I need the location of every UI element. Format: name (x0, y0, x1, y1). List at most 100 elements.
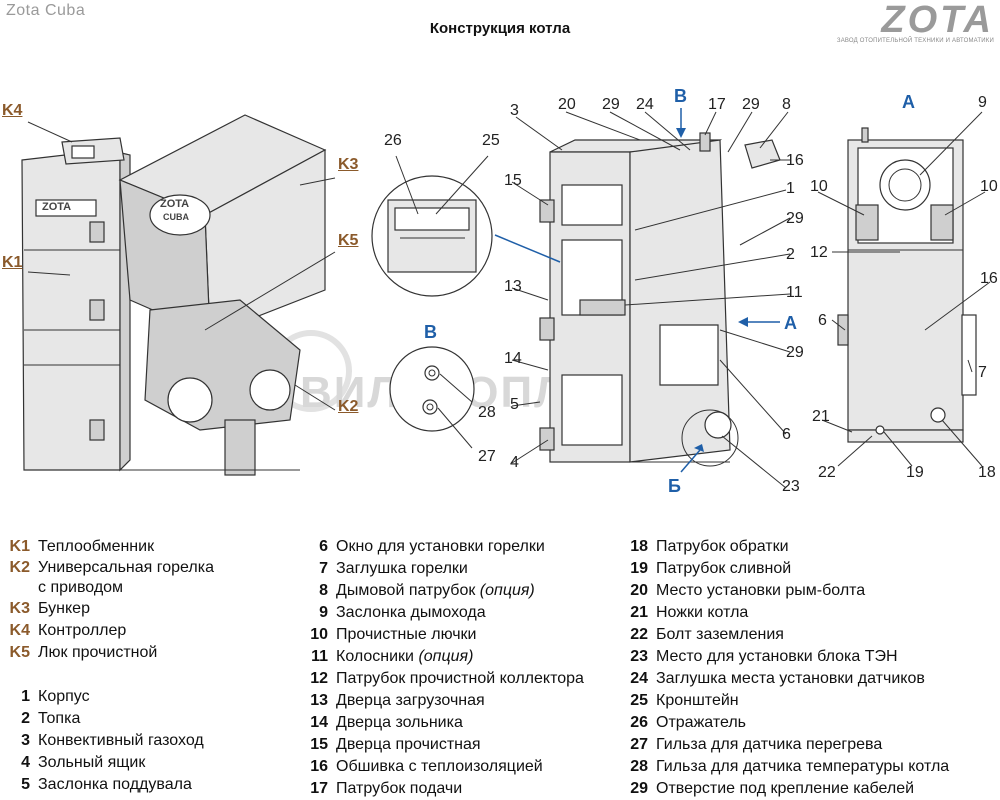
callout-13: 13 (504, 278, 522, 295)
legend-text: Отверстие под крепление кабелей (656, 780, 915, 797)
section-view (539, 132, 781, 467)
legend-num: 14 (310, 714, 328, 731)
callout-28: 28 (478, 404, 496, 421)
callout-16b: 16 (980, 270, 998, 287)
legend-num: 18 (630, 538, 648, 555)
callout-24: 24 (636, 96, 654, 113)
legend-num: 11 (311, 648, 328, 665)
callout-16a: 16 (786, 152, 804, 169)
callout-5: 5 (510, 396, 519, 413)
legend-num: 10 (310, 626, 328, 643)
callout-2: 2 (786, 246, 795, 263)
label-k2: K2 (338, 398, 359, 415)
legend-num: K5 (9, 644, 30, 661)
legend-text: Кронштейн (656, 692, 739, 709)
legend-text: Топка (38, 710, 81, 727)
legend-text: Дверца прочистная (336, 736, 481, 753)
callout-25: 25 (482, 132, 500, 149)
legend-text: Заслонка дымохода (336, 604, 486, 621)
legend-num: 21 (630, 604, 648, 621)
legend-num: 17 (310, 780, 328, 797)
legend-num: 2 (21, 710, 30, 727)
legend-num: 29 (630, 780, 648, 797)
legend-text: Заглушка горелки (336, 560, 468, 577)
legend-text: Прочистные лючки (336, 626, 477, 643)
legend-text: Люк прочистной (38, 644, 158, 661)
callout-6b: 6 (818, 312, 827, 329)
legend-num: 5 (21, 776, 30, 793)
callout-7: 7 (978, 364, 987, 381)
legend-text: Гильза для датчика перегрева (656, 736, 883, 753)
legend-item-k3: K3 Бункер (0, 598, 214, 620)
legend-num: 8 (319, 582, 328, 599)
front-plate-logo: ZOTA (42, 201, 72, 213)
callout-18: 18 (978, 464, 996, 481)
callout-20: 20 (558, 96, 576, 113)
view-label-b-bottom: Б (668, 476, 681, 496)
legend-text: Обшивка с теплоизоляцией (336, 758, 543, 775)
legend-text: Конвективный газоход (38, 732, 204, 749)
legend-item-15: 15 Дверца прочистная (298, 734, 584, 756)
callout-1: 1 (786, 180, 795, 197)
callout-8: 8 (782, 96, 791, 113)
callout-14: 14 (504, 350, 522, 367)
zota-logo: ZOTA ЗАВОД ОТОПИТЕЛЬНОЙ ТЕХНИКИ И АВТОМА… (837, 0, 994, 44)
legend-text: Контроллер (38, 622, 127, 639)
legend-item-12: 12 Патрубок прочистной коллектора (298, 668, 584, 690)
callout-17: 17 (708, 96, 726, 113)
legend-num: 6 (319, 538, 328, 555)
callout-10a: 10 (810, 178, 828, 195)
legend-item-2: 2 Топка (0, 708, 214, 730)
legend-num: 20 (630, 582, 648, 599)
callout-29d: 29 (786, 344, 804, 361)
callout-29c: 29 (786, 210, 804, 227)
callout-26: 26 (384, 132, 402, 149)
view-label-b-top: B (674, 86, 687, 106)
legend-num: 15 (310, 736, 328, 753)
legend-num: 9 (319, 604, 328, 621)
legend-text: Патрубок обратки (656, 538, 789, 555)
legend-num: 13 (310, 692, 328, 709)
legend-num: 1 (21, 688, 30, 705)
legend-text: Болт заземления (656, 626, 784, 643)
hopper-plate-logo: ZOTA (160, 198, 190, 210)
legend-text: Бункер (38, 600, 90, 617)
legend-text: Универсальная горелка (38, 559, 214, 576)
legend-text: Патрубок подачи (336, 780, 463, 797)
legend-num: 12 (310, 670, 328, 687)
legend-text: Заслонка поддувала (38, 776, 192, 793)
legend-num: K1 (9, 538, 30, 555)
legend-text: Место установки рым-болта (656, 582, 866, 599)
legend-num: K4 (9, 622, 30, 639)
legend-item-17: 17 Патрубок подачи (298, 778, 584, 800)
label-k3: K3 (338, 156, 359, 173)
legend-text: Зольный ящик (38, 754, 146, 771)
legend-text: Корпус (38, 688, 90, 705)
callout-23: 23 (782, 478, 800, 495)
boiler-3d-view (21, 114, 327, 476)
legend-text-wrap: Дымовой патрубок (опция) (336, 580, 535, 602)
legend-num: K3 (9, 600, 30, 617)
label-k5: K5 (338, 232, 359, 249)
legend-item-29: 29 Отверстие под крепление кабелей (618, 778, 949, 800)
label-k1: K1 (2, 254, 23, 271)
legend-num: 26 (630, 714, 648, 731)
legend-text: Патрубок прочистной коллектора (336, 670, 584, 687)
callout-15: 15 (504, 172, 522, 189)
legend-item-5: 5 Заслонка поддувала (0, 774, 214, 796)
legend-note: (опция) (479, 582, 535, 599)
